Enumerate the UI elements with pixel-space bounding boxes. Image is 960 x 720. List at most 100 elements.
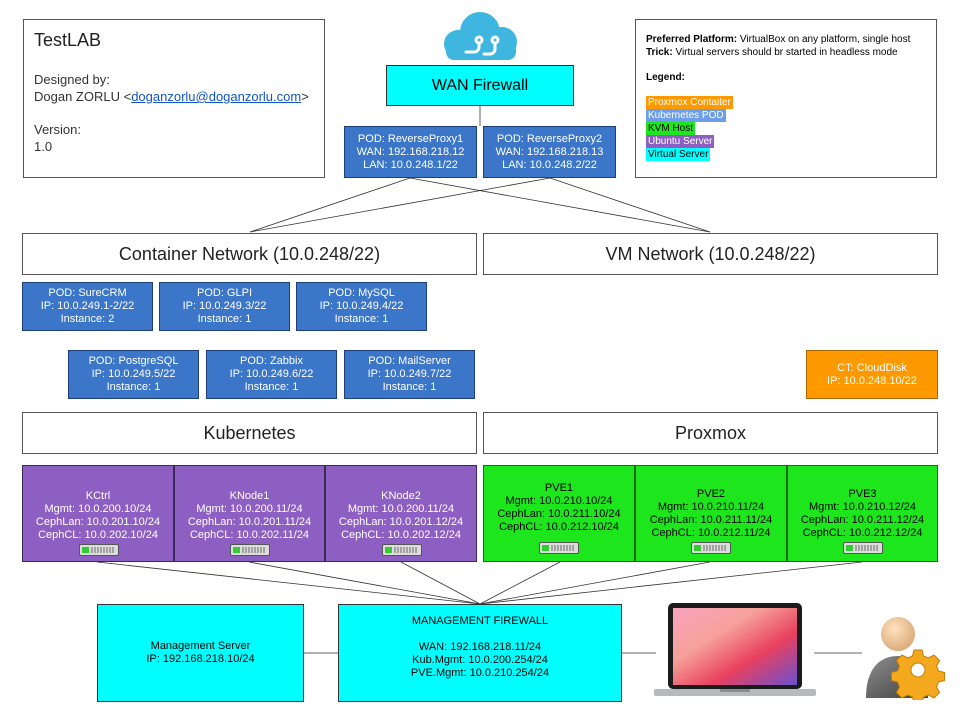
vm-network-label: VM Network (10.0.248/22) (605, 243, 816, 264)
pod-mailserver: POD: MailServer IP: 10.0.249.7/22 Instan… (344, 350, 475, 399)
management-firewall: MANAGEMENT FIREWALL WAN: 192.168.218.11/… (338, 604, 622, 702)
pod-glpi-instance: Instance: 1 (197, 313, 252, 325)
management-server: Management Server IP: 192.168.218.10/24 (97, 604, 304, 702)
k8s-node-kctrl: KCtrl Mgmt: 10.0.200.10/24 CephLan: 10.0… (22, 465, 174, 562)
proxy-2-line-1: POD: ReverseProxy2 (496, 132, 603, 145)
kubernetes-label: Kubernetes (203, 422, 296, 443)
server-rack-icon (843, 542, 883, 554)
server-rack-icon (382, 544, 422, 556)
reverse-proxy-2: POD: ReverseProxy2 WAN: 192.168.218.13 L… (483, 126, 616, 178)
k8s-node3-mgmt-link (400, 561, 481, 605)
version-label: Version: (34, 122, 81, 137)
container-network: Container Network (10.0.248/22) (22, 233, 477, 275)
designed-by-label: Designed by: (34, 72, 110, 87)
proxy-1-line-2: WAN: 192.168.218.12 (356, 145, 465, 158)
trick-label: Trick: (646, 47, 673, 58)
server-rack-icon (230, 544, 270, 556)
pod-zabbix-instance: Instance: 1 (244, 381, 299, 393)
pod-postgresql-name: POD: PostgreSQL (88, 355, 179, 367)
knode1-name: KNode1 (229, 490, 270, 502)
pod-postgresql-instance: Instance: 1 (106, 381, 161, 393)
pve2-mgmt-link (479, 561, 711, 605)
kctrl-mgmt: Mgmt: 10.0.200.10/24 (44, 503, 152, 515)
platform-label: Preferred Platform: (646, 34, 738, 45)
legend-item-kvm-host: KVM Host (646, 122, 696, 135)
legend-item-proxmox-container: Proxmox Contaiter (646, 96, 733, 109)
mgmt-server-ip: IP: 192.168.218.10/24 (146, 653, 255, 665)
pve2-cephcl: CephCL: 10.0.212.11/24 (651, 527, 771, 539)
platform-text: VirtualBox on any platform, single host (737, 34, 911, 45)
author-end: > (301, 89, 309, 104)
knode2-cephlan: CephLan: 10.0.201.12/24 (338, 516, 464, 528)
proxmox-cluster-header: Proxmox (483, 412, 938, 454)
proxy-1-line-3: LAN: 10.0.248.1/22 (363, 158, 458, 171)
pod-mailserver-name: POD: MailServer (368, 355, 451, 367)
knode2-cephcl: CephCL: 10.0.202.12/24 (341, 529, 461, 541)
pod-surecrm: POD: SureCRM IP: 10.0.249.1-2/22 Instanc… (22, 282, 153, 331)
pve2-name: PVE2 (696, 488, 726, 500)
author-email-link[interactable]: doganzorlu@doganzorlu.com (131, 89, 302, 104)
vm-network: VM Network (10.0.248/22) (483, 233, 938, 275)
pve1-name: PVE1 (544, 482, 574, 494)
pod-mysql: POD: MySQL IP: 10.0.249.4/22 Instance: 1 (296, 282, 427, 331)
k8s-node1-mgmt-link (96, 561, 481, 605)
pod-postgresql-ip: IP: 10.0.249.5/22 (91, 368, 176, 380)
server-rack-icon (691, 542, 731, 554)
pve3-mgmt-link (479, 561, 863, 605)
author-line: Dogan ZORLU <doganzorlu@doganzorlu.com> (34, 88, 314, 105)
reverse-proxy-1: POD: ReverseProxy1 WAN: 192.168.218.12 L… (344, 126, 477, 178)
kctrl-name: KCtrl (85, 490, 111, 502)
ct-clouddisk-name: CT: CloudDisk (837, 361, 907, 374)
pve1-cephlan: CephLan: 10.0.211.10/24 (497, 508, 621, 520)
lab-title: TestLAB (34, 30, 102, 50)
k8s-node-knode2: KNode2 Mgmt: 10.0.200.11/24 CephLan: 10.… (325, 465, 477, 562)
pve3-cephcl: CephCL: 10.0.212.12/24 (802, 527, 923, 539)
pod-mailserver-instance: Instance: 1 (382, 381, 437, 393)
wan-firewall: WAN Firewall (386, 65, 574, 106)
server-rack-icon (79, 544, 119, 556)
legend-title: Legend: (646, 72, 685, 83)
pod-mysql-ip: IP: 10.0.249.4/22 (319, 300, 404, 312)
mgmt-server-name: Management Server (150, 640, 251, 652)
wan-firewall-label: WAN Firewall (431, 77, 529, 94)
platform-line: Preferred Platform: VirtualBox on any pl… (646, 33, 926, 46)
pod-glpi-name: POD: GLPI (196, 287, 253, 299)
version-value: 1.0 (34, 139, 53, 154)
proxy-2-line-2: WAN: 192.168.218.13 (495, 145, 604, 158)
ct-clouddisk-ip: IP: 10.0.248.10/22 (827, 374, 917, 387)
container-network-label: Container Network (10.0.248/22) (118, 243, 381, 264)
k8s-node-knode1: KNode1 Mgmt: 10.0.200.11/24 CephLan: 10.… (174, 465, 325, 562)
pod-zabbix-ip: IP: 10.0.249.6/22 (229, 368, 314, 380)
knode1-cephcl: CephCL: 10.0.202.11/24 (189, 529, 310, 541)
author-name: Dogan ZORLU < (34, 89, 132, 104)
knode2-name: KNode2 (381, 490, 421, 502)
k8s-node2-mgmt-link (248, 561, 481, 605)
pve-node-1: PVE1 Mgmt: 10.0.210.10/24 CephLan: 10.0.… (483, 465, 635, 562)
pve1-cephcl: CephCL: 10.0.212.10/24 (499, 521, 619, 533)
admin-user-gear-icon (862, 610, 946, 704)
knode1-mgmt: Mgmt: 10.0.200.11/24 (196, 503, 303, 515)
kctrl-cephcl: CephCL: 10.0.202.10/24 (38, 529, 158, 541)
proxmox-label: Proxmox (674, 422, 746, 443)
info-box: TestLAB Designed by: Dogan ZORLU <doganz… (23, 19, 325, 178)
cloud-icon (436, 10, 526, 64)
trick-text: Virtual servers should br started in hea… (672, 47, 898, 58)
trick-line: Trick: Virtual servers should br started… (646, 46, 926, 59)
pod-surecrm-name: POD: SureCRM (48, 287, 127, 299)
pod-glpi: POD: GLPI IP: 10.0.249.3/22 Instance: 1 (159, 282, 290, 331)
notes-box: Preferred Platform: VirtualBox on any pl… (635, 19, 937, 178)
pve3-mgmt: Mgmt: 10.0.210.12/24 (808, 501, 916, 513)
legend-item-ubuntu-server: Ubuntu Server (646, 135, 715, 148)
pod-postgresql: POD: PostgreSQL IP: 10.0.249.5/22 Instan… (68, 350, 199, 399)
pve3-name: PVE3 (848, 488, 877, 500)
proxy2-vm-link (549, 177, 711, 233)
pve-node-3: PVE3 Mgmt: 10.0.210.12/24 CephLan: 10.0.… (787, 465, 938, 562)
pve2-cephlan: CephLan: 10.0.211.11/24 (649, 514, 773, 526)
mgmt-firewall-pve: PVE.Mgmt: 10.0.210.254/24 (410, 667, 550, 679)
kctrl-cephlan: CephLan: 10.0.201.10/24 (35, 516, 161, 528)
legend-item-kubernetes-pod: Kubernetes POD (646, 109, 726, 122)
mgmt-firewall-wan: WAN: 192.168.218.11/24 (418, 641, 542, 653)
pve1-mgmt-link (479, 561, 561, 605)
pod-surecrm-ip: IP: 10.0.249.1-2/22 (40, 300, 135, 312)
